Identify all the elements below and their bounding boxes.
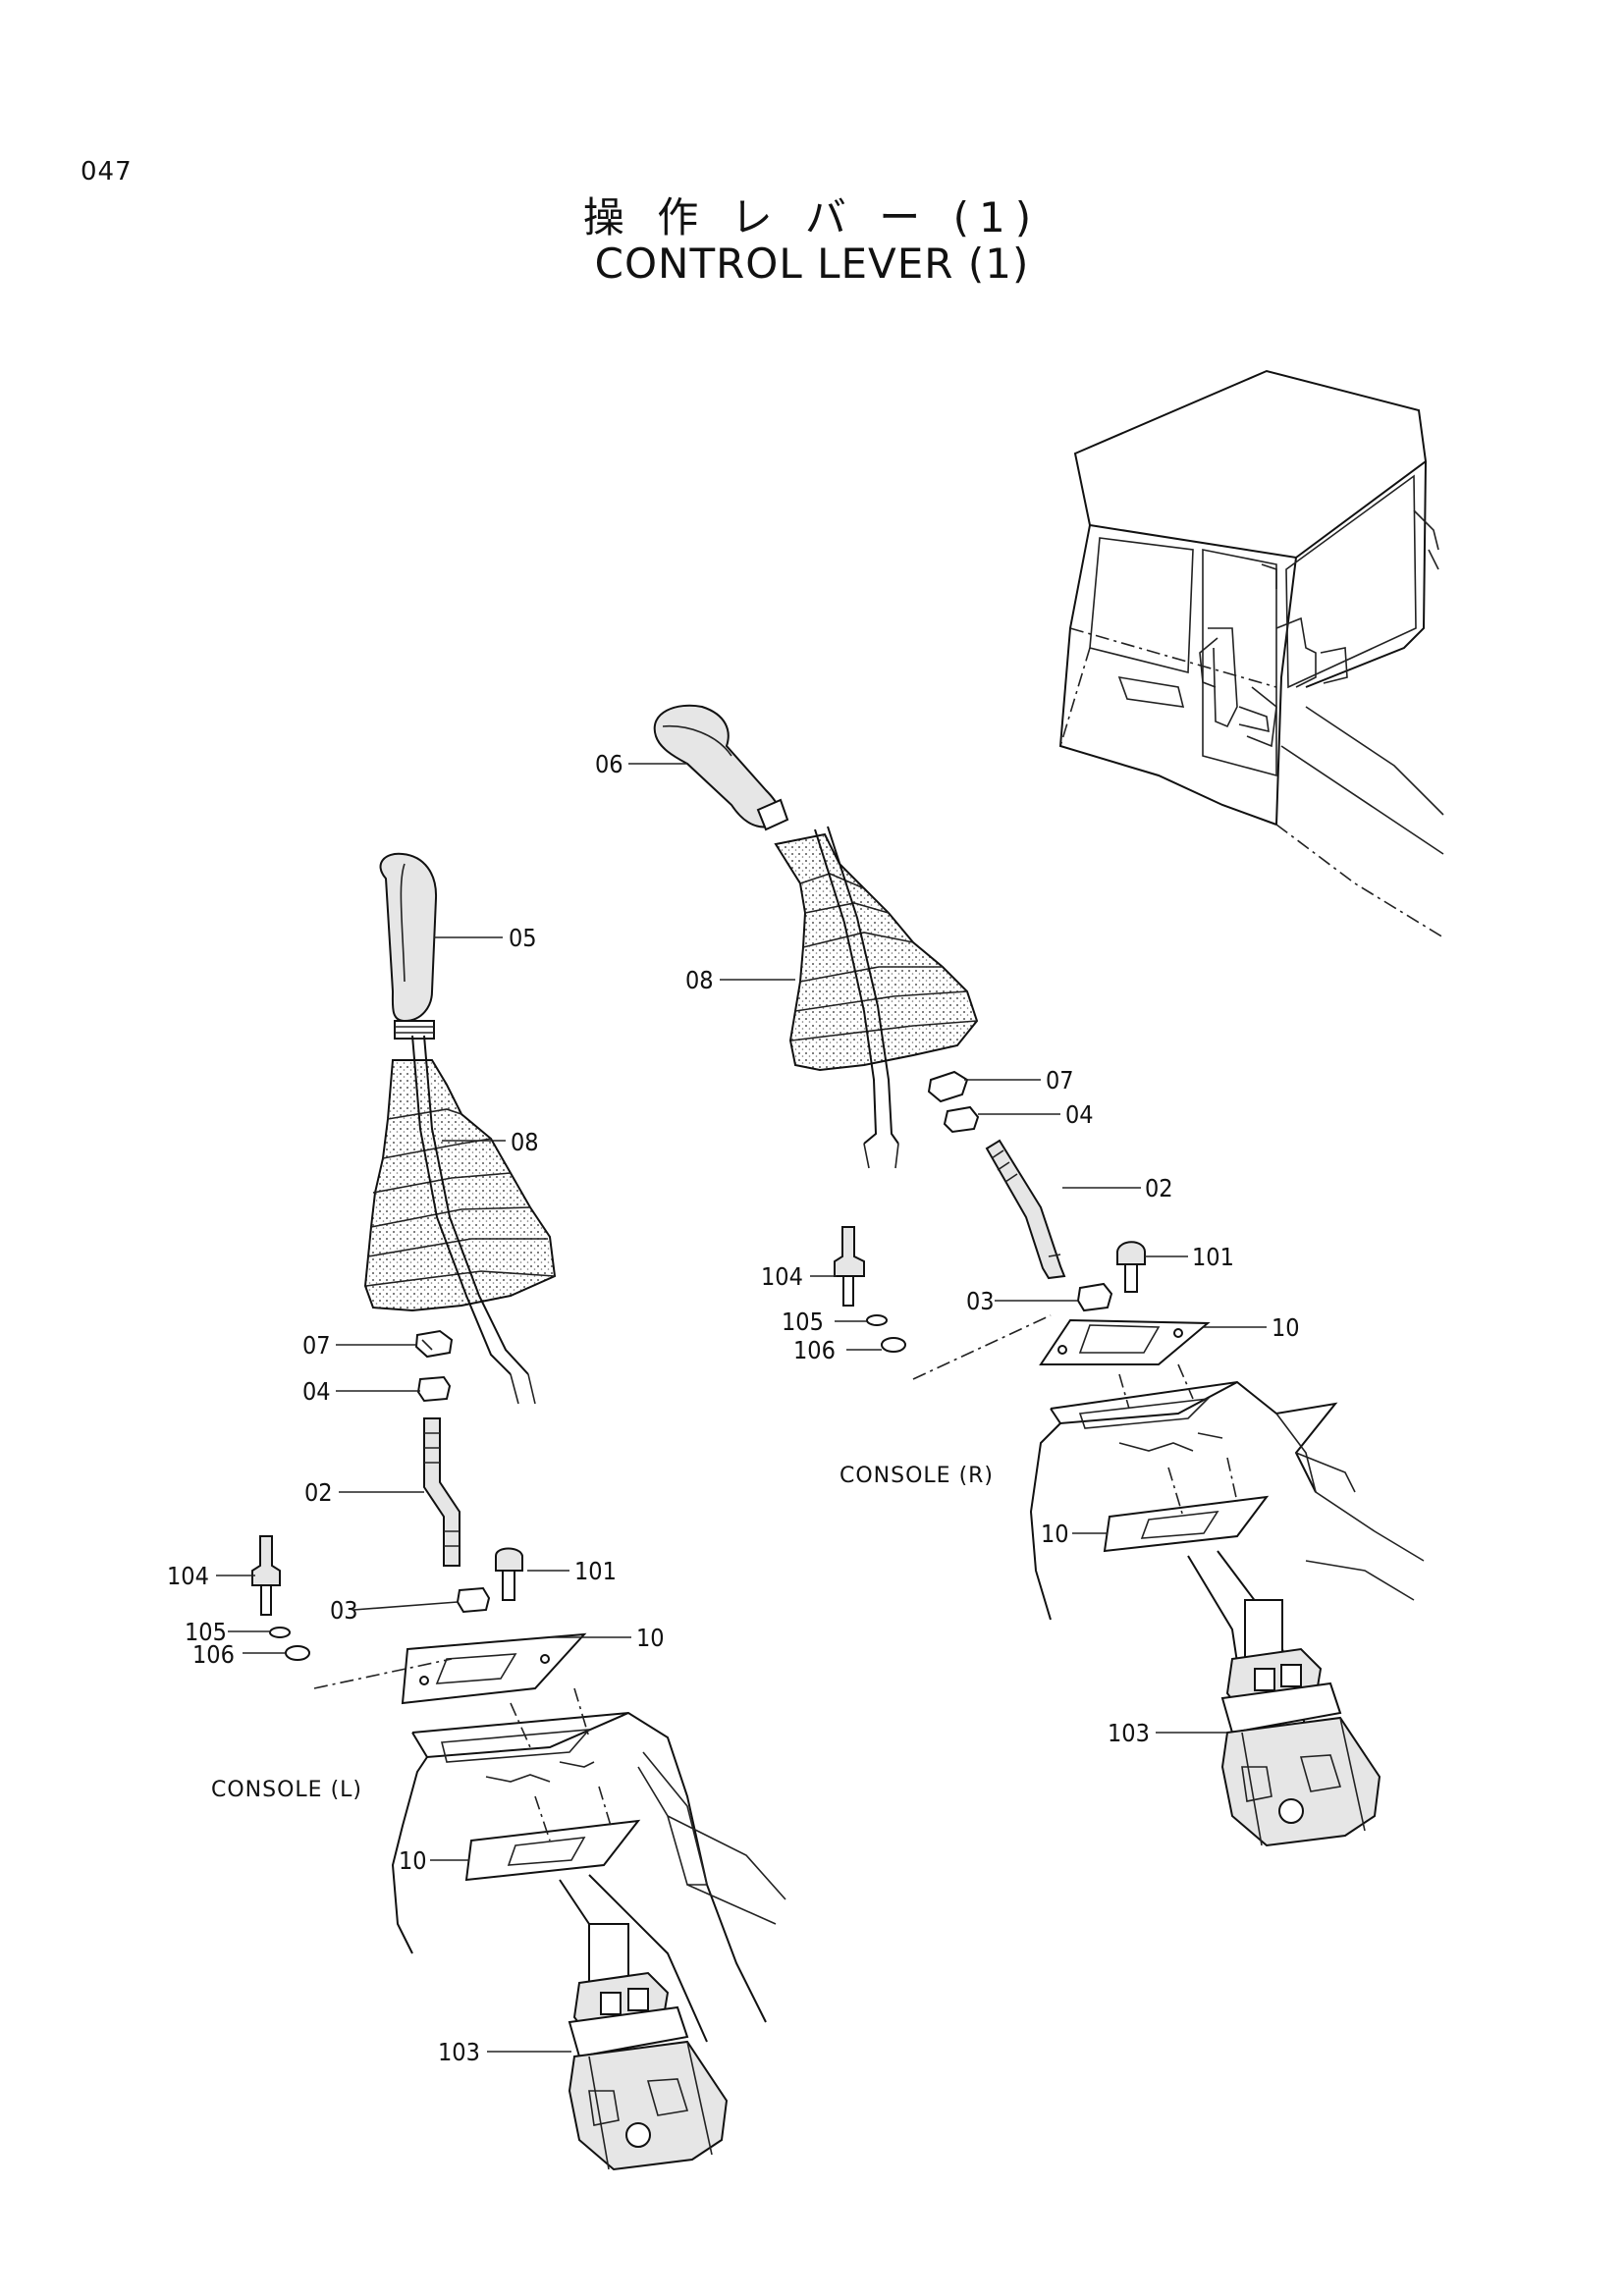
part-label-right-10-top: 10 xyxy=(1272,1313,1300,1342)
part-label-left-104: 104 xyxy=(167,1562,209,1590)
part-number-labels: 05 08 07 04 02 101 104 03 10 105 106 10 … xyxy=(167,750,1300,2066)
right-nut-07 xyxy=(927,1070,969,1103)
part-label-left-02: 02 xyxy=(304,1478,333,1507)
left-washer-105 xyxy=(269,1627,291,1638)
part-label-left-105: 105 xyxy=(185,1618,227,1646)
left-grip-collar xyxy=(394,1020,435,1040)
right-nut-03 xyxy=(1076,1282,1113,1312)
left-nut-04 xyxy=(416,1375,452,1403)
part-label-right-02: 02 xyxy=(1145,1174,1173,1202)
right-rubber-boot xyxy=(774,832,979,1072)
left-washer-106 xyxy=(285,1645,310,1661)
left-rubber-boot xyxy=(363,1059,557,1312)
left-plate-top xyxy=(401,1632,587,1705)
left-pilot-valve-103 xyxy=(559,1874,729,2171)
left-bolt-101 xyxy=(495,1547,523,1572)
part-label-right-101: 101 xyxy=(1192,1243,1234,1271)
right-bolt-104 xyxy=(834,1226,865,1277)
page-number: 047 xyxy=(81,157,133,187)
part-label-right-08: 08 xyxy=(685,966,714,994)
console-right xyxy=(1050,1380,1338,1493)
part-label-left-103: 103 xyxy=(438,2038,480,2066)
part-label-right-10-bottom: 10 xyxy=(1041,1520,1069,1548)
left-plate-bottom xyxy=(464,1819,641,1882)
console-label-left: CONSOLE (L) xyxy=(211,1778,362,1802)
right-control-lever-assembly xyxy=(628,704,1425,1847)
left-lever-rod xyxy=(423,1417,460,1567)
part-label-left-10-bottom: 10 xyxy=(399,1846,427,1875)
part-label-left-03: 03 xyxy=(330,1596,358,1625)
page-title-japanese: 操 作 レ バ ー (1) xyxy=(582,193,1042,241)
left-bolt-104 xyxy=(251,1535,281,1586)
part-label-right-06: 06 xyxy=(595,750,623,778)
right-pilot-valve-103 xyxy=(1187,1550,1381,1847)
part-label-left-106: 106 xyxy=(192,1640,235,1669)
excavator-cab-illustration xyxy=(1058,369,1444,938)
part-label-left-101: 101 xyxy=(574,1557,617,1585)
right-plate-bottom xyxy=(1103,1495,1270,1553)
right-lever-rod xyxy=(985,1139,1066,1280)
part-label-left-05: 05 xyxy=(509,924,537,952)
right-washer-105 xyxy=(866,1314,888,1326)
right-nut-04 xyxy=(943,1105,980,1134)
console-label-right: CONSOLE (R) xyxy=(839,1464,994,1488)
part-label-right-103: 103 xyxy=(1108,1719,1150,1747)
left-control-lever-assembly xyxy=(216,852,786,2171)
part-label-right-03: 03 xyxy=(966,1287,995,1315)
left-nut-07 xyxy=(414,1329,454,1359)
part-label-right-04: 04 xyxy=(1065,1100,1094,1129)
left-grip xyxy=(379,852,438,1023)
page-title-english: CONTROL LEVER (1) xyxy=(594,240,1030,288)
part-label-left-10-top: 10 xyxy=(636,1624,665,1652)
part-label-left-08: 08 xyxy=(511,1128,539,1156)
part-label-left-07: 07 xyxy=(302,1331,331,1360)
part-label-right-07: 07 xyxy=(1046,1066,1074,1095)
part-label-right-106: 106 xyxy=(793,1336,836,1364)
part-label-right-104: 104 xyxy=(761,1262,803,1291)
right-bolt-101 xyxy=(1116,1241,1146,1265)
right-washer-106 xyxy=(881,1337,906,1353)
left-nut-03 xyxy=(456,1586,491,1614)
part-label-right-105: 105 xyxy=(782,1308,824,1336)
part-label-left-04: 04 xyxy=(302,1377,331,1406)
